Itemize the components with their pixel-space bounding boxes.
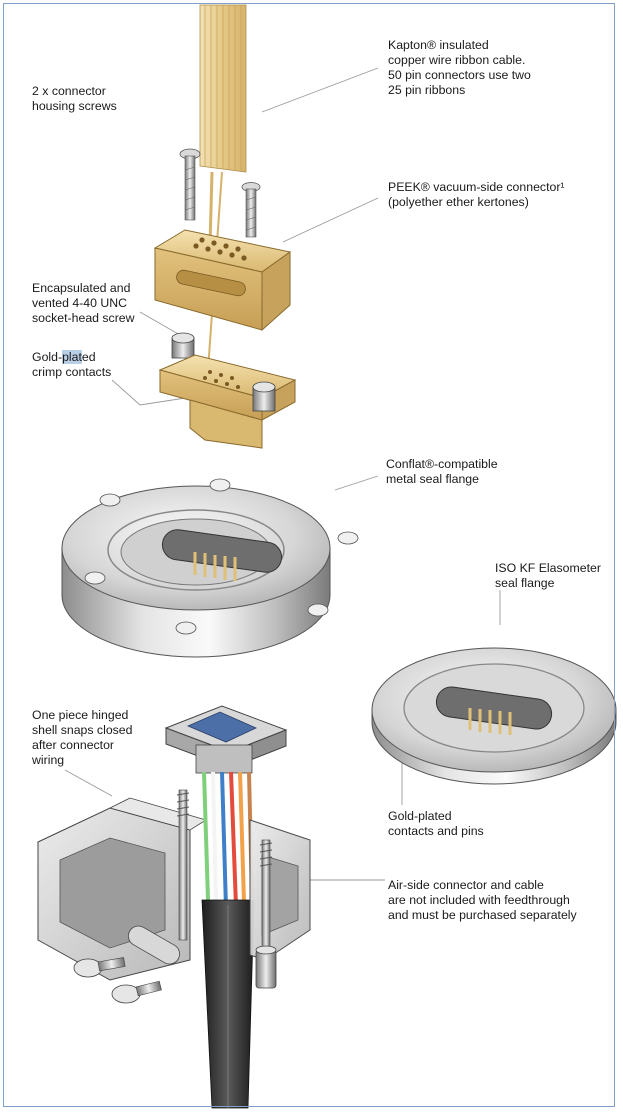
label-iso-kf-line-2: seal flange xyxy=(495,576,555,590)
ribbon-cable xyxy=(199,4,247,371)
label-peek-line-1: PEEK® vacuum-side connector¹ xyxy=(388,180,565,194)
label-conflat-line-2: metal seal flange xyxy=(386,472,479,486)
shell-screw-1 xyxy=(73,957,126,978)
label-gold-contacts-line-2: contacts and pins xyxy=(388,824,484,838)
label-screws-line-1: 2 x connector xyxy=(32,84,106,98)
label-air-side-line-1: Air-side connector and cable xyxy=(388,878,544,892)
shell-right-half xyxy=(249,819,311,961)
label-peek-connector: PEEK® vacuum-side connector¹ (polyether … xyxy=(388,180,565,210)
label-gold-crimp-line-2: crimp contacts xyxy=(32,365,112,379)
label-encapsulated-line-1: Encapsulated and xyxy=(32,281,131,295)
label-housing-screws: 2 x connector housing screws xyxy=(32,84,117,114)
iso-kf-flange xyxy=(371,647,617,785)
jack-screw-right xyxy=(255,839,277,989)
label-hinged-line-2: shell snaps closed xyxy=(32,723,133,737)
label-encapsulated-line-3: socket-head screw xyxy=(32,311,135,325)
label-gold-crimp-part-3: ed xyxy=(81,350,96,364)
air-side-d-sub xyxy=(164,705,288,774)
label-kapton-line-3: 50 pin connectors use two xyxy=(388,68,531,82)
label-hinged-line-3: after connector xyxy=(32,738,115,752)
label-peek-line-2: (polyether ether kertones) xyxy=(388,195,529,209)
leader-conflat xyxy=(334,475,379,491)
leader-peek xyxy=(282,197,379,243)
label-kapton-line-4: 25 pin ribbons xyxy=(388,83,466,97)
jack-screw-left xyxy=(176,789,190,941)
leader-encapsulated xyxy=(139,311,181,336)
label-encapsulated-screw: Encapsulated and vented 4-40 UNC socket-… xyxy=(32,281,135,326)
shell-screw-2 xyxy=(111,980,162,1004)
label-gold-plated-crimp: Gold-plated crimp contacts xyxy=(32,350,111,380)
label-hinged-line-4: wiring xyxy=(32,753,65,767)
label-screws-line-2: housing screws xyxy=(32,99,117,113)
housing-screw-right xyxy=(241,182,261,238)
socket-head-screw-right xyxy=(252,381,276,412)
label-gold-crimp-line-1: Gold-plated xyxy=(32,350,111,365)
label-conflat-flange: Conflat®-compatible metal seal flange xyxy=(386,457,498,487)
label-kapton-ribbon-cable: Kapton® insulated copper wire ribbon cab… xyxy=(388,38,531,98)
leader-lines xyxy=(64,67,501,881)
housing-screw-left xyxy=(179,148,201,221)
colored-wires xyxy=(202,771,254,909)
label-air-side-line-3: and must be purchased separately xyxy=(388,908,577,922)
label-gold-crimp-part-1: Gold- xyxy=(32,350,63,364)
label-encapsulated-line-2: vented 4-40 UNC xyxy=(32,296,128,310)
air-side-cable xyxy=(201,899,255,1109)
label-hinged-line-1: One piece hinged xyxy=(32,708,129,722)
label-kapton-line-2: copper wire ribbon cable. xyxy=(388,53,526,67)
label-air-side-connector: Air-side connector and cable are not inc… xyxy=(388,878,577,923)
text-selection-highlight: plat xyxy=(62,350,82,364)
leader-hinged-shell xyxy=(64,769,113,797)
label-air-side-line-2: are not included with feedthrough xyxy=(388,893,570,907)
socket-head-screw-left xyxy=(171,332,195,359)
conflat-flange xyxy=(61,478,359,658)
label-gold-plated-contacts: Gold-plated contacts and pins xyxy=(388,809,484,839)
label-kapton-line-1: Kapton® insulated xyxy=(388,38,489,52)
leader-kapton xyxy=(261,67,379,113)
label-iso-kf-flange: ISO KF Elasometer seal flange xyxy=(495,561,601,591)
label-gold-contacts-line-1: Gold-plated xyxy=(388,809,452,823)
label-hinged-shell: One piece hinged shell snaps closed afte… xyxy=(32,708,132,768)
label-conflat-line-1: Conflat®-compatible xyxy=(386,457,498,471)
label-iso-kf-line-1: ISO KF Elasometer xyxy=(495,561,601,575)
peek-connector xyxy=(153,229,292,332)
